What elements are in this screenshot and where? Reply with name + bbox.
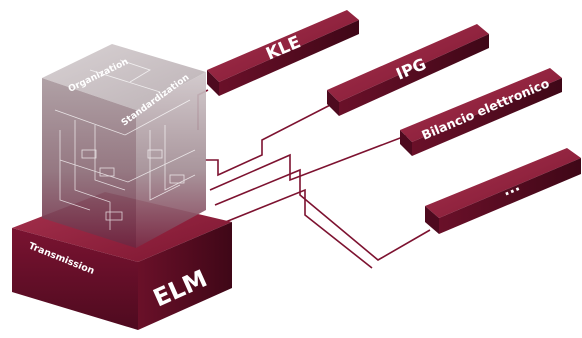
cube-circuitry xyxy=(54,59,196,230)
target-label-more: ... xyxy=(500,176,523,199)
target-more: ... xyxy=(425,148,581,234)
elm-base-side xyxy=(138,222,232,330)
elm-base-front xyxy=(12,228,138,330)
target-bilancio: Bilancio elettronico xyxy=(400,68,562,156)
connector-ipg xyxy=(205,99,341,177)
target-label-bilancio: Bilancio elettronico xyxy=(419,75,552,143)
cube-front xyxy=(42,78,136,248)
cube-side xyxy=(136,72,206,248)
connector-bilancio xyxy=(209,134,409,191)
connector-more xyxy=(214,168,431,261)
connector-more-2 xyxy=(217,188,373,269)
layer-cube: Organization Standardization xyxy=(42,44,206,248)
target-kle: KLE xyxy=(207,10,359,96)
target-ipg: IPG xyxy=(327,24,489,116)
cube-top xyxy=(42,44,206,110)
connectors xyxy=(197,89,431,269)
